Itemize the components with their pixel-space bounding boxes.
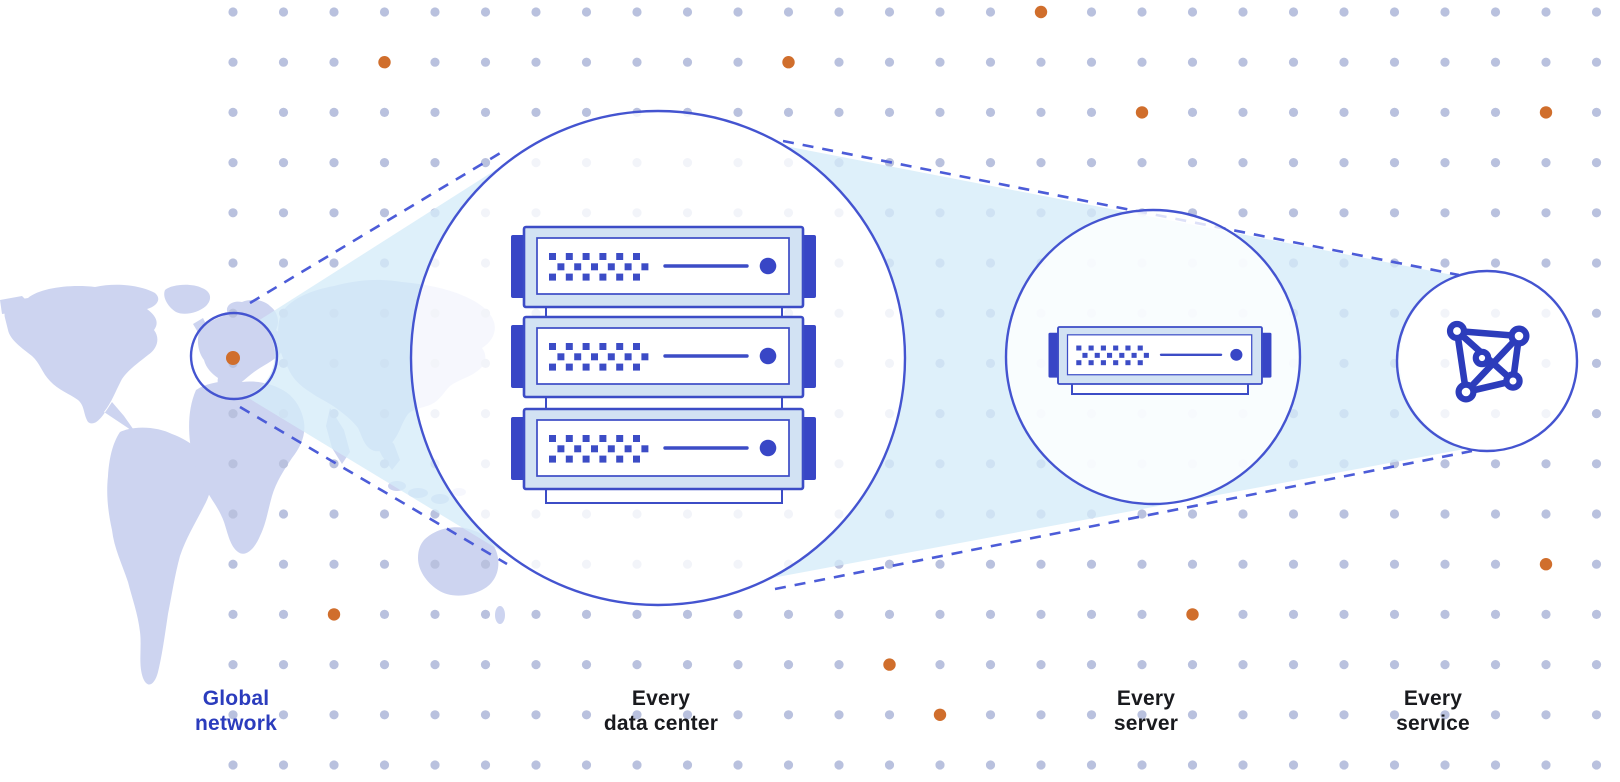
zoom-beam-left <box>245 162 509 556</box>
label-every-server: Every server <box>1113 687 1179 735</box>
global-network-circle <box>189 311 279 401</box>
server-rack-stack-icon <box>509 225 818 504</box>
orange-location-dot <box>226 351 240 365</box>
server-unit-icon <box>1047 325 1273 395</box>
label-every-data-center: Every data center <box>603 687 719 735</box>
label-every-service: Every service <box>1396 687 1470 735</box>
mesh-network-icon <box>1446 320 1530 403</box>
dashed-line <box>782 139 1460 277</box>
dashed-line <box>249 150 503 305</box>
label-global-network: Global network <box>195 687 277 735</box>
